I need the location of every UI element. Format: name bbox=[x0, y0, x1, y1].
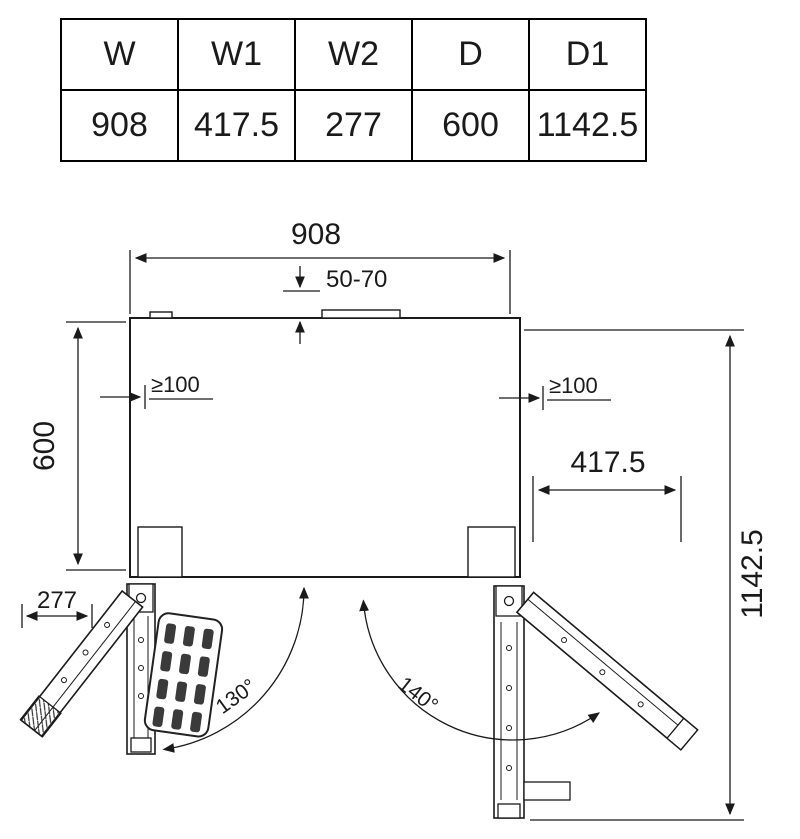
right-door-width-label: 417.5 bbox=[570, 446, 645, 479]
right-clearance-label: ≥100 bbox=[549, 373, 598, 398]
table-value-w2: 277 bbox=[294, 89, 413, 162]
table-header-row: W W1 W2 D D1 bbox=[60, 18, 647, 91]
table-value-w: 908 bbox=[60, 89, 179, 162]
right-door-angle-label: 140° bbox=[394, 672, 442, 717]
left-door-max-angle bbox=[19, 589, 144, 738]
dim-gap-50-70: 50-70 bbox=[283, 266, 387, 344]
dim-600: 600 bbox=[28, 321, 126, 571]
dim-1142-5: 1142.5 bbox=[524, 329, 769, 821]
table-header-d1: D1 bbox=[528, 18, 647, 91]
depth-dim-label: 600 bbox=[28, 421, 61, 471]
total-depth-label: 1142.5 bbox=[736, 529, 769, 619]
dim-908: 908 bbox=[129, 218, 511, 314]
table-value-w1: 417.5 bbox=[177, 89, 296, 162]
table-header-w1: W1 bbox=[177, 18, 296, 91]
right-door-max-angle bbox=[515, 591, 699, 751]
top-gap-label: 50-70 bbox=[326, 266, 387, 293]
table-header-w2: W2 bbox=[294, 18, 413, 91]
clearance-left: ≥100 bbox=[100, 372, 213, 409]
width-dim-label: 908 bbox=[291, 218, 341, 251]
clearance-right: ≥100 bbox=[499, 373, 611, 410]
table-header-d: D bbox=[411, 18, 530, 91]
cabinet-outline bbox=[129, 309, 521, 578]
dim-277: 277 bbox=[21, 587, 93, 628]
dim-417-5: 417.5 bbox=[532, 446, 682, 542]
table-header-w: W bbox=[60, 18, 179, 91]
dimension-table: W W1 W2 D D1 908 417.5 277 600 1142.5 bbox=[60, 18, 647, 162]
table-value-d1: 1142.5 bbox=[528, 89, 647, 162]
left-clearance-label: ≥100 bbox=[151, 372, 200, 397]
left-door-width-label: 277 bbox=[37, 587, 77, 614]
table-value-row: 908 417.5 277 600 1142.5 bbox=[60, 89, 647, 162]
fridge-top-view-drawing: 908 50-70 ≥100 ≥100 600 bbox=[19, 218, 769, 821]
table-value-d: 600 bbox=[411, 89, 530, 162]
left-door-angle-label: 130° bbox=[212, 675, 261, 719]
